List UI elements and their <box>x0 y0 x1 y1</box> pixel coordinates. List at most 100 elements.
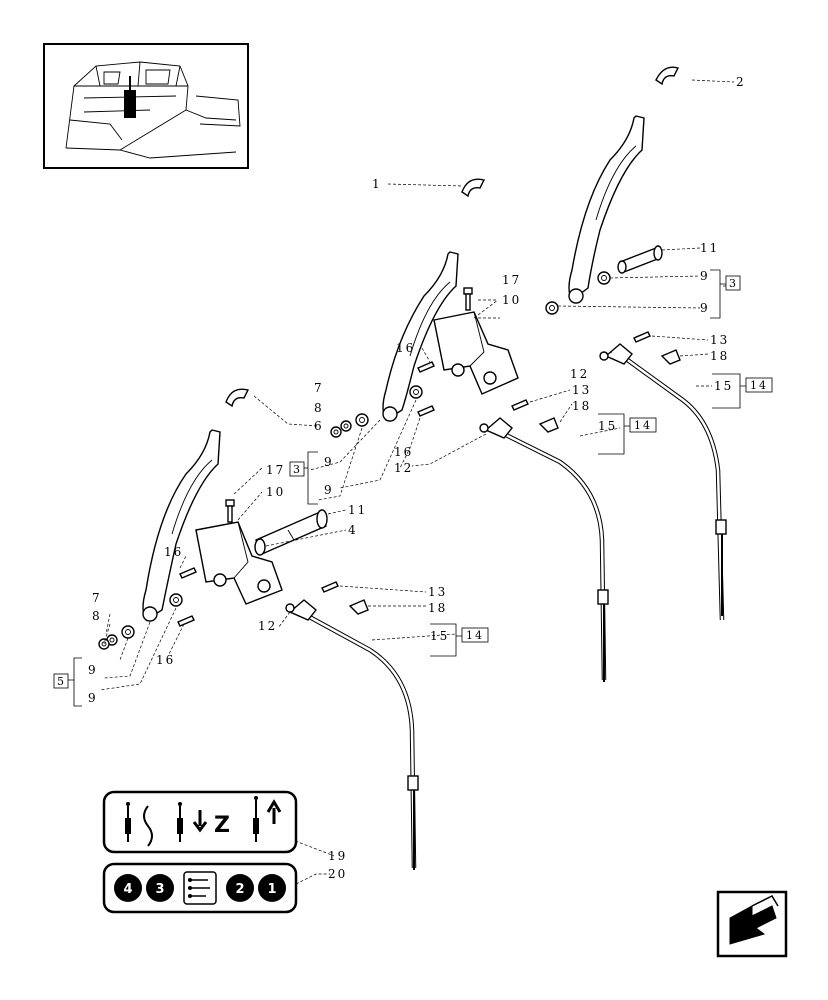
cable-right <box>604 343 727 621</box>
previous-page-arrow-icon[interactable] <box>716 890 788 958</box>
label-12-mid: 12 <box>394 461 413 475</box>
label-1: 1 <box>372 177 382 191</box>
circle-3-label: 3 <box>155 882 164 897</box>
cable-left <box>288 599 419 870</box>
gearshift-pattern-icon <box>183 871 217 905</box>
part-labels: 2 1 11 9 3 9 17 10 13 18 15 14 16 12 13 … <box>57 75 768 881</box>
label-16-b: 16 <box>394 445 413 459</box>
bolt-13-right <box>633 331 651 343</box>
label-20: 20 <box>328 867 347 881</box>
label-10-left: 10 <box>266 485 285 499</box>
label-18-mid: 18 <box>572 399 591 413</box>
bolt-16-a <box>417 361 435 373</box>
label-16-c: 16 <box>164 545 183 559</box>
label-3-mid: 3 <box>293 463 302 476</box>
washer-8-mid <box>340 420 352 432</box>
pin-11-left <box>254 509 328 556</box>
label-14-mid: 14 <box>634 419 652 432</box>
bolt-13-middle <box>511 399 529 411</box>
nut-12-right <box>599 351 609 361</box>
nut-9-f <box>169 593 183 607</box>
label-18-left: 18 <box>428 601 447 615</box>
nut-9-e <box>121 625 135 639</box>
bolt-17-left <box>225 499 235 523</box>
label-12-left: 12 <box>258 619 277 633</box>
label-15-mid: 15 <box>598 419 617 433</box>
label-9-b: 9 <box>700 301 710 315</box>
nut-12-left <box>285 603 295 613</box>
circle-4 <box>114 874 142 902</box>
clip-18-middle <box>538 417 559 433</box>
label-13-mid: 13 <box>572 383 591 397</box>
label-14-left: 14 <box>466 629 484 642</box>
label-11-left: 11 <box>348 503 367 517</box>
label-16-d: 16 <box>156 653 175 667</box>
label-5: 5 <box>57 675 66 688</box>
lever-left <box>142 429 221 622</box>
nut-12-middle <box>479 423 489 433</box>
circle-1 <box>258 874 286 902</box>
knob-6 <box>225 388 250 408</box>
circle-2 <box>226 874 254 902</box>
label-18-right: 18 <box>710 349 729 363</box>
decal-20: 4 3 2 1 <box>102 862 298 914</box>
label-16-a: 16 <box>396 341 415 355</box>
label-2: 2 <box>736 75 746 89</box>
label-17-left: 17 <box>266 463 285 477</box>
box-3-ref-mid <box>289 461 305 477</box>
lever-middle <box>382 251 459 422</box>
label-8-mid: 8 <box>314 401 324 415</box>
label-9-a: 9 <box>700 269 710 283</box>
bolt-16-b <box>417 405 435 417</box>
spring-up-icon <box>125 802 131 842</box>
label-6: 6 <box>314 419 324 433</box>
label-13-right: 13 <box>710 333 729 347</box>
box-14-ref-right <box>745 377 773 393</box>
label-9-e: 9 <box>88 663 98 677</box>
bolt-17-middle <box>463 287 473 311</box>
label-9-f: 9 <box>88 691 98 705</box>
label-17-mid: 17 <box>502 273 521 287</box>
label-15-right: 15 <box>714 379 733 393</box>
cable-middle <box>484 417 609 682</box>
label-19: 19 <box>328 849 347 863</box>
label-14-right: 14 <box>750 379 768 392</box>
label-10-mid: 10 <box>502 293 521 307</box>
pin-11-right <box>617 245 663 274</box>
label-7-mid: 7 <box>314 381 324 395</box>
decal-z-letter: Z <box>214 813 230 838</box>
label-8-left: 8 <box>92 609 102 623</box>
spring-up-arrow-icon <box>253 796 282 842</box>
spring-down-icon <box>177 802 208 842</box>
box-3-ref <box>725 275 741 291</box>
decal-19: Z <box>102 790 298 854</box>
nut-9-d <box>409 385 423 399</box>
nut-9-a <box>597 271 611 285</box>
label-4: 4 <box>348 523 358 537</box>
clip-18-left <box>348 599 369 615</box>
washer-7-mid <box>330 426 342 438</box>
label-11-right: 11 <box>700 241 719 255</box>
circle-2-label: 2 <box>235 882 244 897</box>
bolt-16-c <box>179 567 197 579</box>
clip-18-right <box>660 349 681 365</box>
wave-icon <box>143 805 153 847</box>
nut-9-c <box>355 413 369 427</box>
lever-right <box>568 115 645 304</box>
box-14-ref-left <box>461 627 489 643</box>
tractor-cab-inset-icon <box>43 43 249 169</box>
bracket-10-left <box>195 521 283 605</box>
bracket-10-middle <box>433 311 519 395</box>
bolt-13-left <box>321 581 339 593</box>
label-12-mid-top: 12 <box>570 367 589 381</box>
circle-4-label: 4 <box>123 882 132 897</box>
circle-3 <box>146 874 174 902</box>
circle-1-label: 1 <box>267 882 276 897</box>
label-9-c: 9 <box>324 455 334 469</box>
nut-9-b <box>545 301 559 315</box>
label-7-left: 7 <box>92 591 102 605</box>
leader-lines <box>99 79 735 885</box>
label-3-right: 3 <box>729 277 738 290</box>
knob-1 <box>461 178 486 198</box>
